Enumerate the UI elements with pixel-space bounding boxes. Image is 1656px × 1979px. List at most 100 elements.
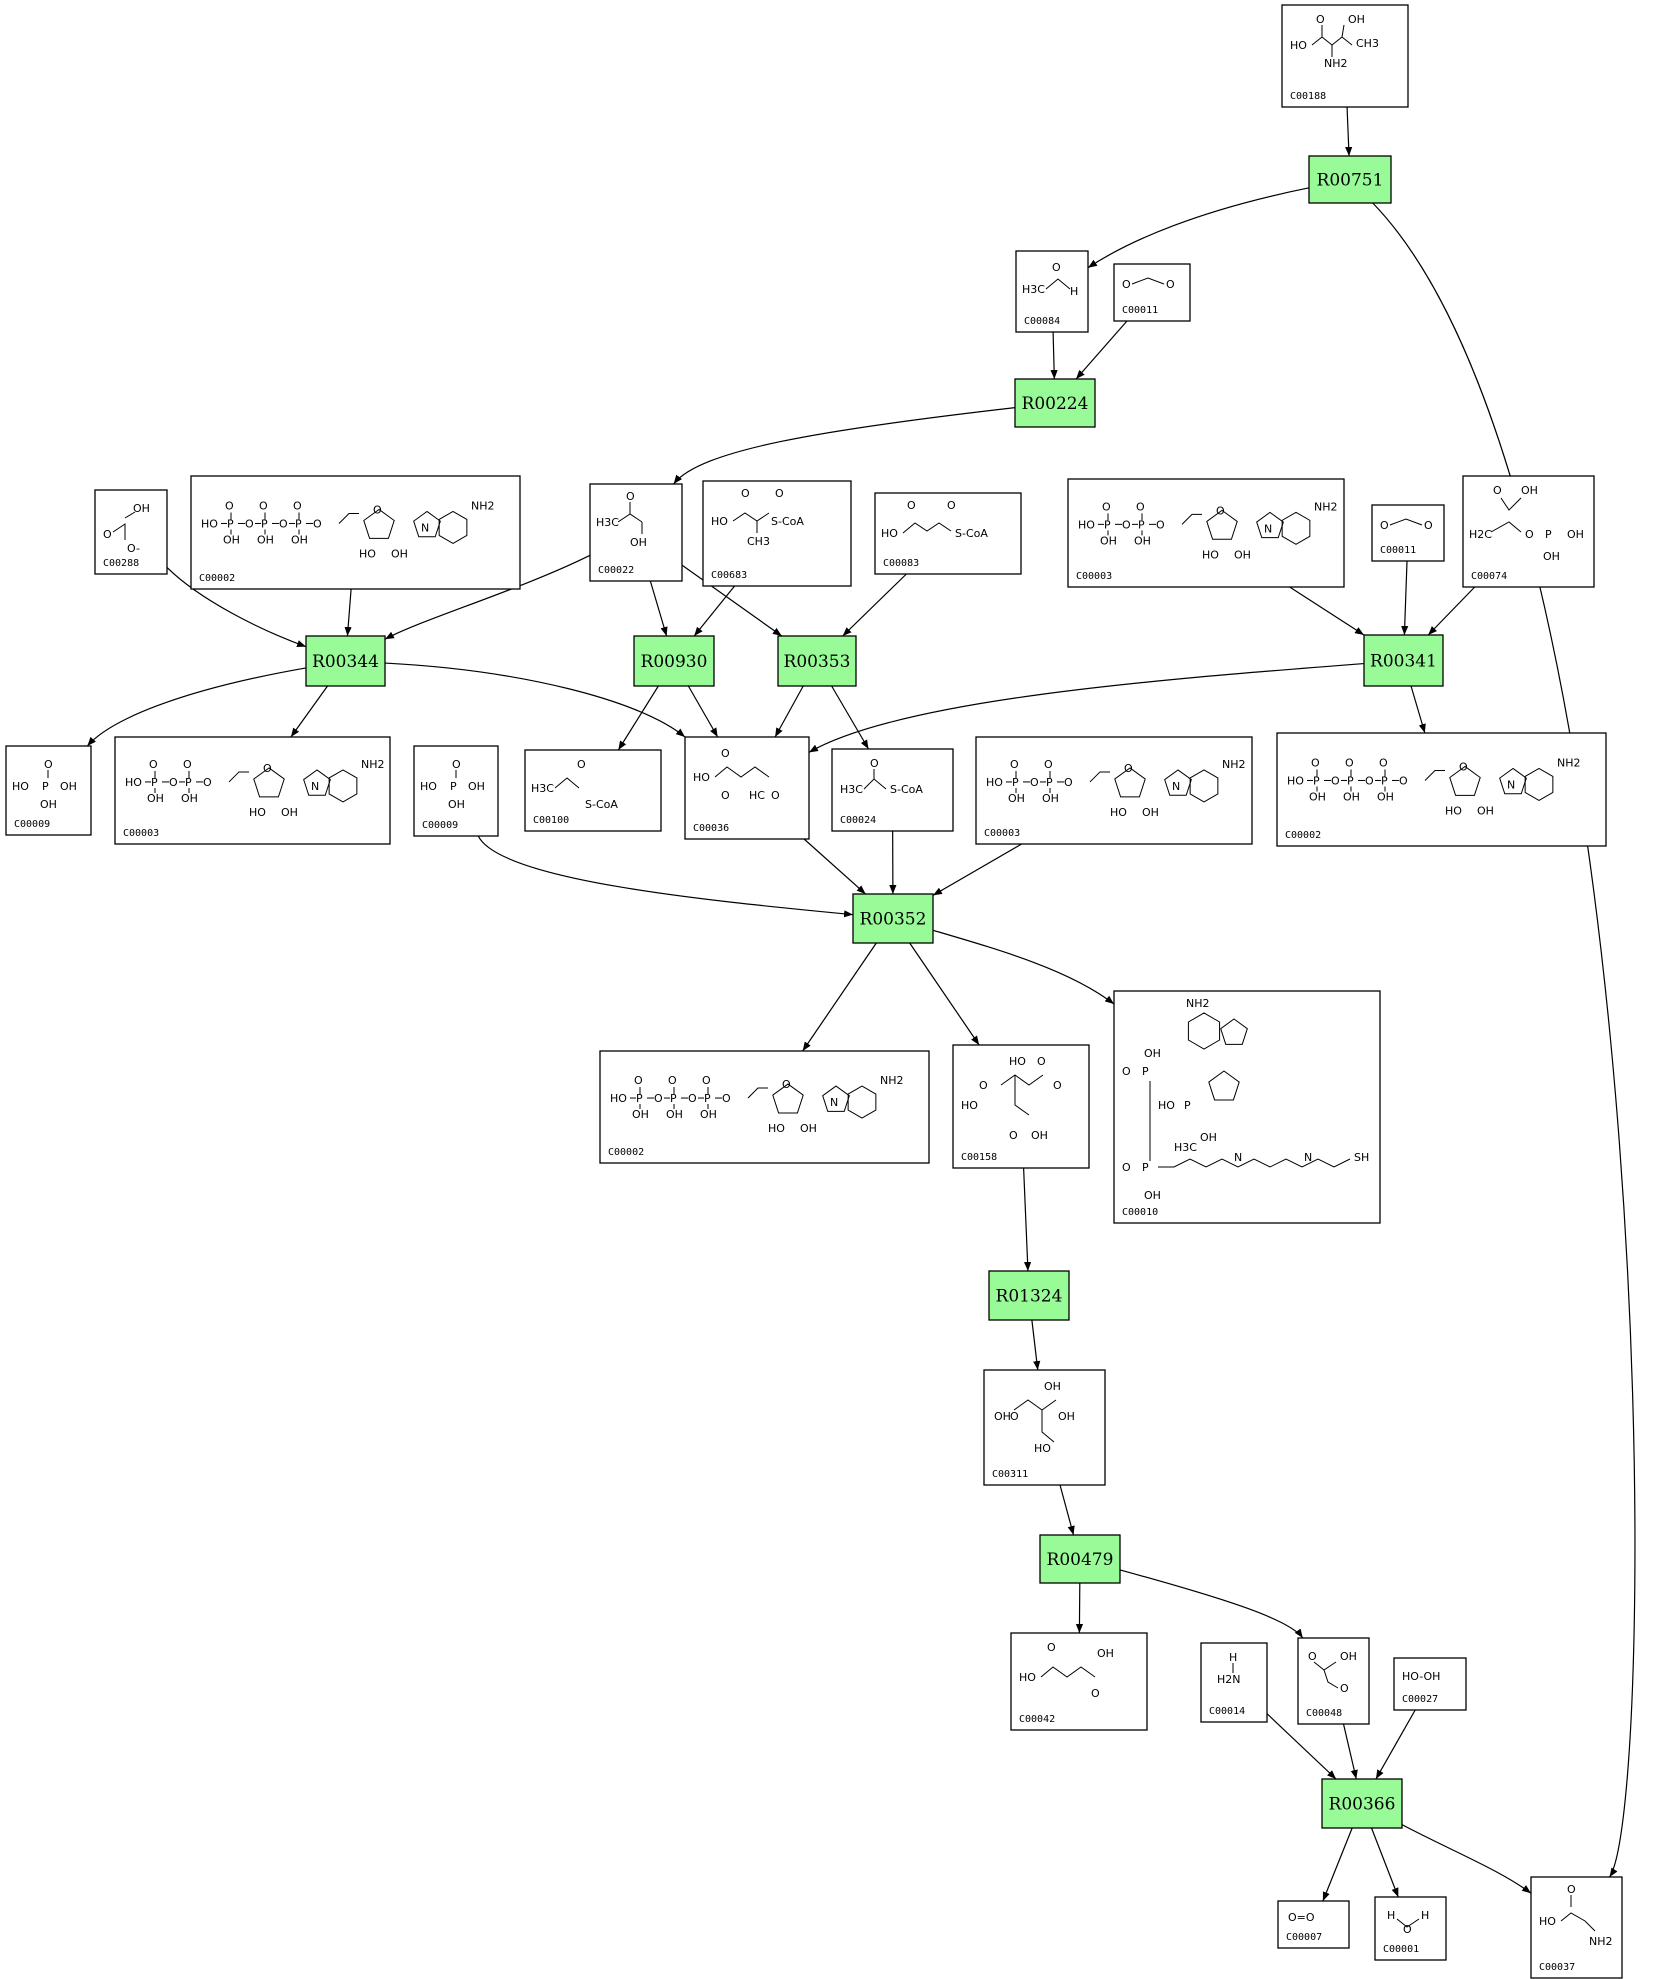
reaction-r00341[interactable]: R00341 — [1363, 634, 1444, 687]
atom-label: HO — [1539, 1915, 1556, 1928]
edge-r00344-to-c00036 — [384, 662, 686, 738]
reaction-box — [633, 635, 715, 687]
atom-label: O — [1052, 261, 1061, 274]
atom-label: O — [1403, 1923, 1412, 1936]
atom-label: P — [1184, 1099, 1191, 1112]
reaction-r00224[interactable]: R00224 — [1014, 378, 1096, 428]
reaction-r00751[interactable]: R00751 — [1308, 155, 1392, 204]
atom-label: OH — [391, 547, 408, 560]
atom-label: N — [1507, 778, 1515, 791]
atom-label: OH — [468, 780, 485, 793]
atom-label: O — [225, 499, 234, 512]
atom-label: O — [634, 1074, 643, 1087]
bond — [1181, 513, 1202, 525]
reaction-id-label: R00344 — [312, 652, 379, 672]
atom-label: HO — [1445, 804, 1462, 817]
bond — [1131, 277, 1165, 285]
atom-label: OH — [1377, 790, 1394, 803]
compound-box — [1462, 475, 1595, 588]
atom-label: O- — [127, 542, 140, 555]
compound-box — [1010, 1632, 1148, 1731]
reaction-r00930[interactable]: R00930 — [633, 635, 715, 687]
compound-box — [702, 480, 852, 587]
atom-label: S-CoA — [771, 515, 804, 528]
atom-label: O — [1459, 760, 1468, 773]
atom-label: O — [1122, 1065, 1131, 1078]
ring — [1189, 769, 1219, 803]
atom-label: OH — [1567, 528, 1584, 541]
compound-id-label: C00311 — [992, 1469, 1028, 1480]
atom-label: OH — [1097, 1647, 1114, 1660]
atom-label: OH — [281, 806, 298, 819]
ring — [413, 510, 441, 538]
atom-label: OH — [60, 780, 77, 793]
atom-label: O — [1091, 1687, 1100, 1700]
edge-c00027-to-r00366 — [1375, 1709, 1416, 1780]
atom-label: HO — [693, 771, 710, 784]
ring — [822, 1085, 850, 1112]
atom-label: HO — [359, 547, 376, 560]
atom-label: OH — [1200, 1131, 1217, 1144]
reaction-r00352[interactable]: R00352 — [852, 893, 934, 944]
reaction-box — [777, 635, 857, 687]
reaction-r00344[interactable]: R00344 — [305, 635, 386, 687]
atom-label: O — [907, 499, 916, 512]
compound-id-label: C00036 — [693, 823, 729, 834]
edge-c00188-to-r00751 — [1345, 106, 1353, 157]
compound-id-label: C00011 — [1122, 305, 1158, 316]
atom-label: O — [452, 758, 461, 771]
compound-box — [975, 736, 1253, 845]
reaction-r01324[interactable]: R01324 — [988, 1270, 1070, 1321]
reaction-r00366[interactable]: R00366 — [1321, 1778, 1403, 1829]
atom-label: H3C — [1022, 283, 1045, 296]
atom-label: O — [782, 1078, 791, 1091]
edge-c00022-to-r00344 — [384, 554, 591, 640]
reaction-r00353[interactable]: R00353 — [777, 635, 857, 687]
atom-label: O — [1567, 1883, 1576, 1896]
ring — [1187, 1012, 1221, 1050]
compound-box — [413, 745, 499, 837]
edge-c00011a-to-r00224 — [1075, 320, 1128, 380]
atom-label: O — [1316, 13, 1325, 26]
reaction-r00479[interactable]: R00479 — [1039, 1534, 1121, 1584]
bond — [1089, 771, 1110, 783]
atom-label: O — [259, 499, 268, 512]
atom-label: OH — [181, 792, 198, 805]
atom-label: O — [149, 758, 158, 771]
atom-label: O — [373, 503, 382, 516]
atom-label: O — [1124, 762, 1133, 775]
atom-label: O — [1122, 278, 1131, 291]
